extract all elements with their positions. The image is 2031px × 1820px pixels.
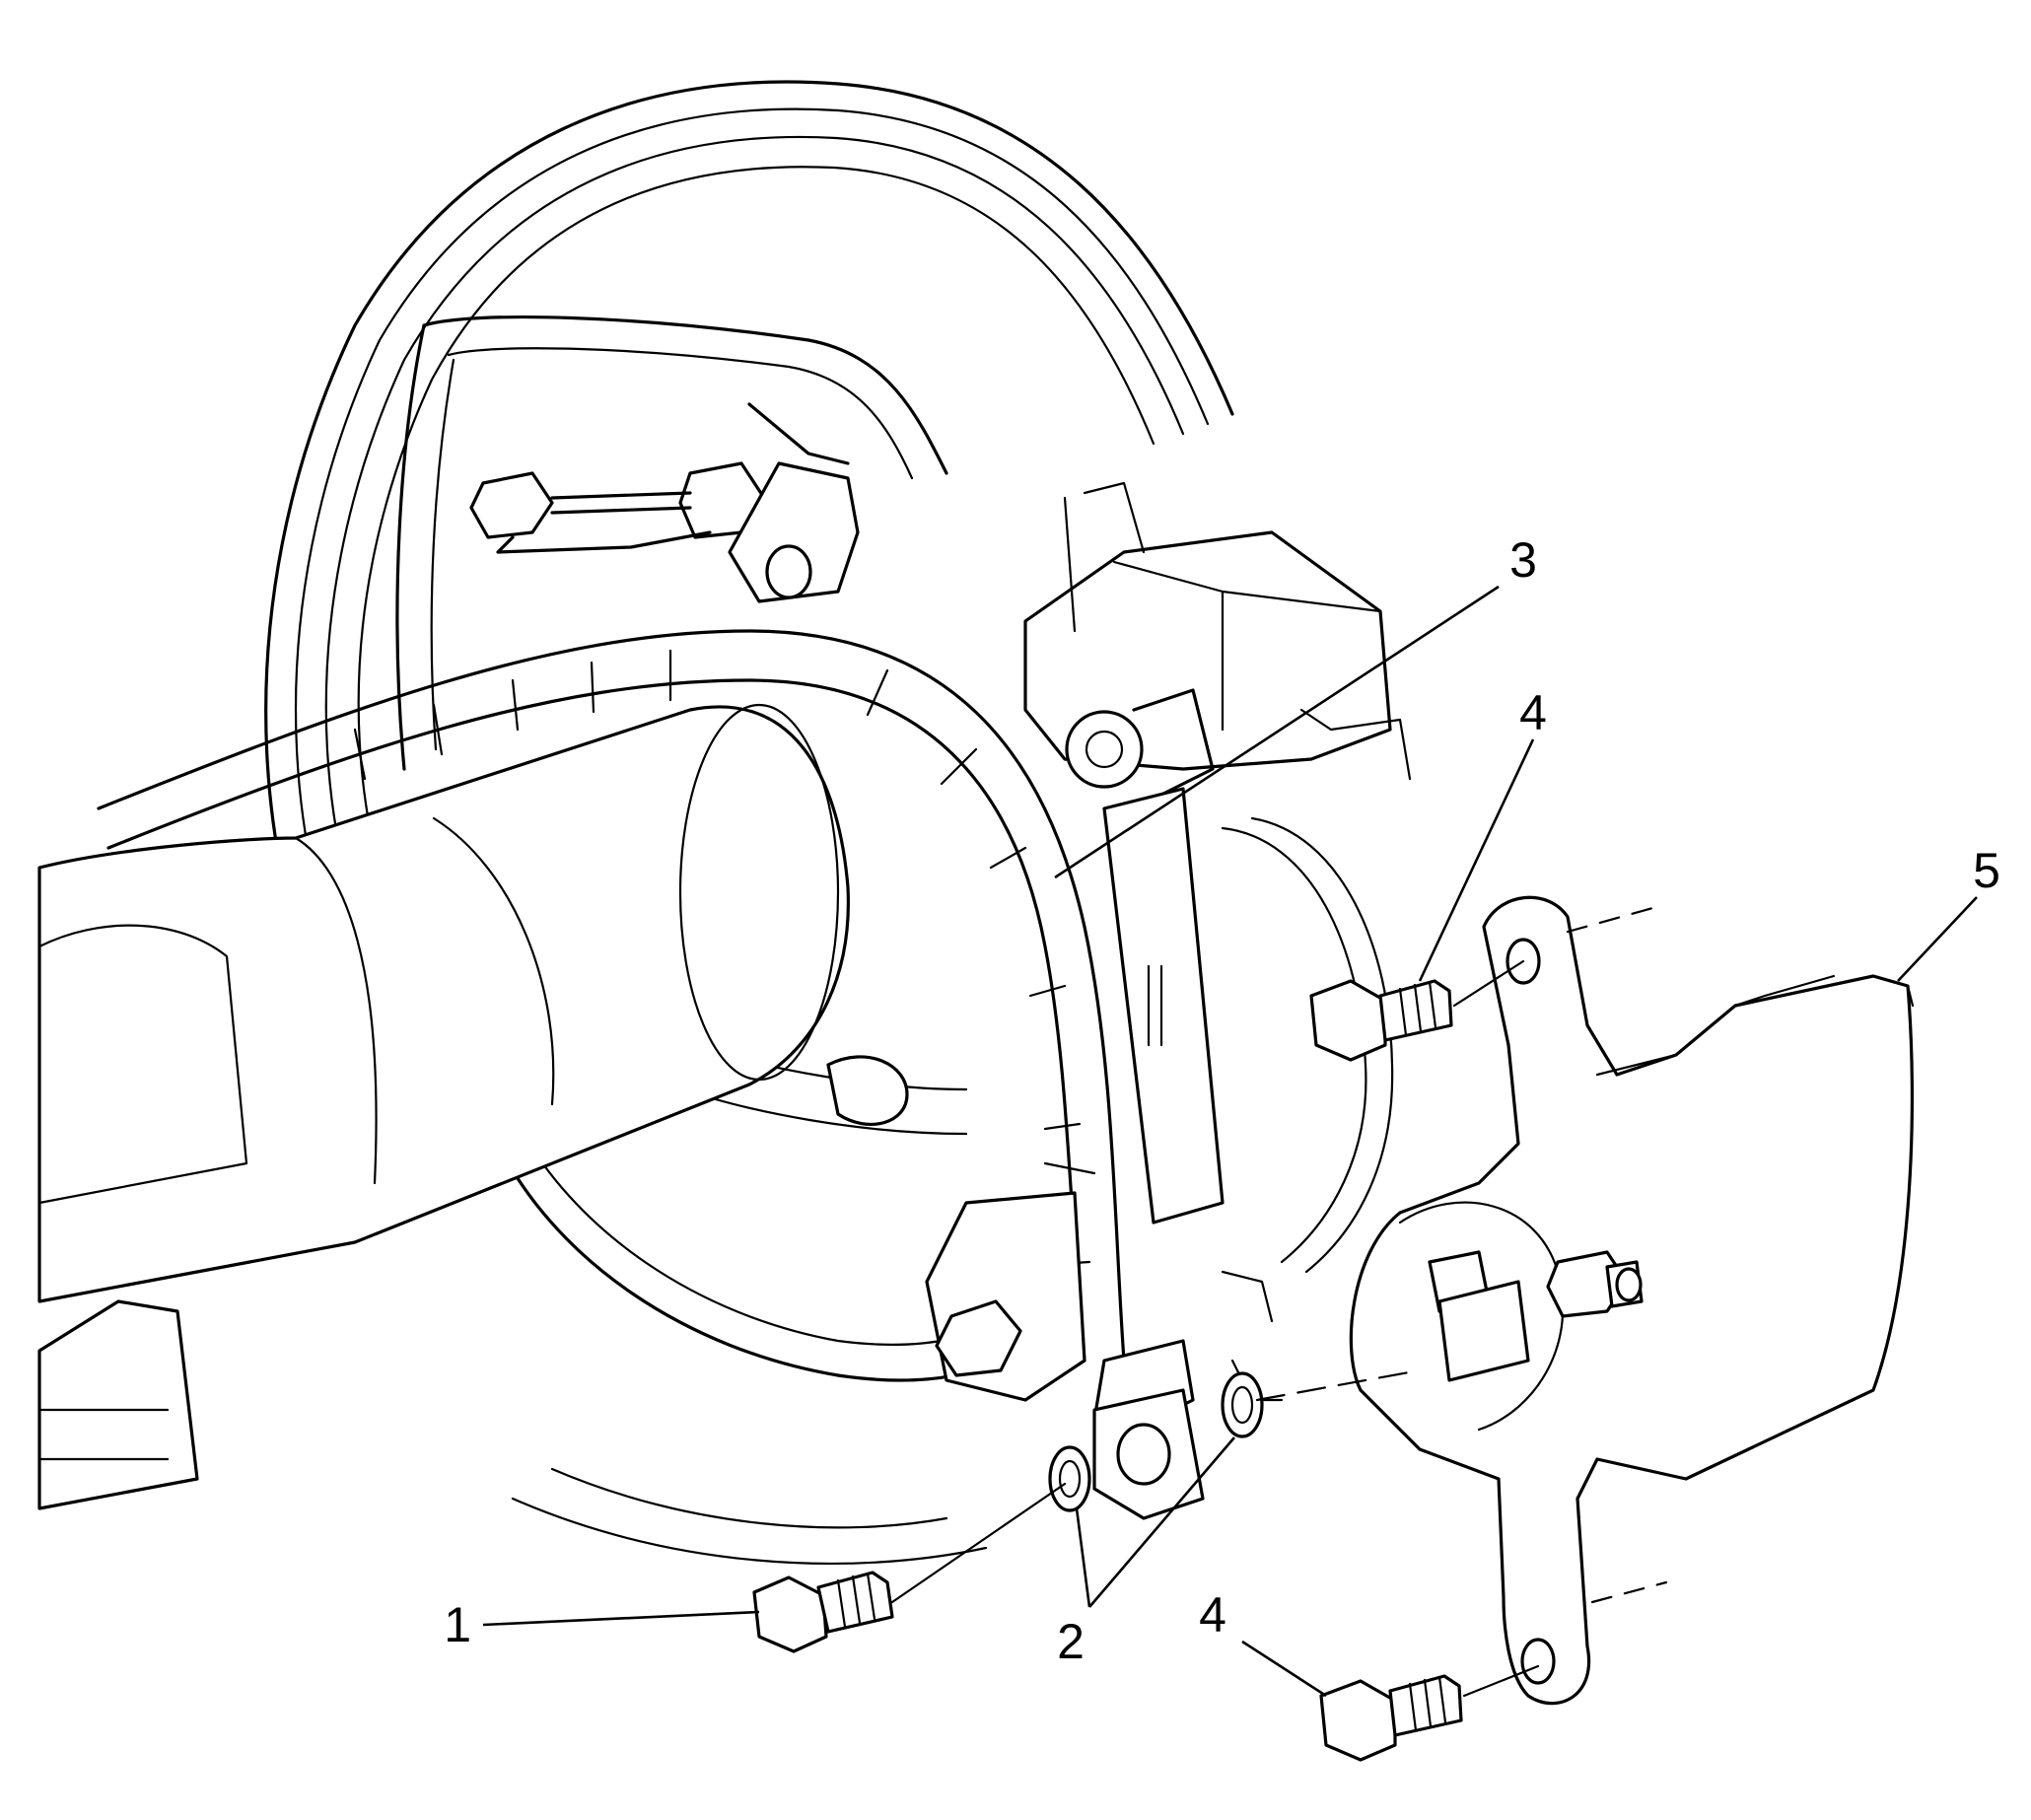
callout-1: 1	[444, 1597, 471, 1652]
backing-plate	[395, 315, 1047, 1382]
callout-labels: 1 2 3 4 4 5	[444, 532, 2000, 1669]
axle-housing	[37, 703, 909, 1510]
sealing-washers	[1048, 1371, 1264, 1512]
callout-4-upper: 4	[1519, 685, 1547, 740]
caliper-bracket	[1349, 895, 1915, 1706]
hose-fitting	[1092, 1339, 1284, 1520]
brake-rotor	[264, 80, 1234, 1566]
brake-hose	[97, 629, 1126, 1363]
callout-2: 2	[1057, 1614, 1085, 1669]
knuckle-lower	[925, 1161, 1096, 1402]
caliper-bracket-bolt-lower	[1319, 1674, 1463, 1762]
caliper-bracket-bolt-upper	[1309, 979, 1453, 1062]
callout-5: 5	[1973, 843, 2000, 898]
brake-hose-bolt	[752, 1571, 894, 1653]
washer-left	[1048, 1445, 1091, 1512]
alignment-lines	[890, 905, 1668, 1698]
upper-hardware	[469, 402, 860, 603]
brake-caliper	[1023, 481, 1412, 1323]
leader-lines	[482, 585, 1978, 1698]
washer-right	[1221, 1371, 1264, 1438]
callout-4-lower: 4	[1199, 1587, 1226, 1643]
callout-3: 3	[1509, 532, 1537, 588]
